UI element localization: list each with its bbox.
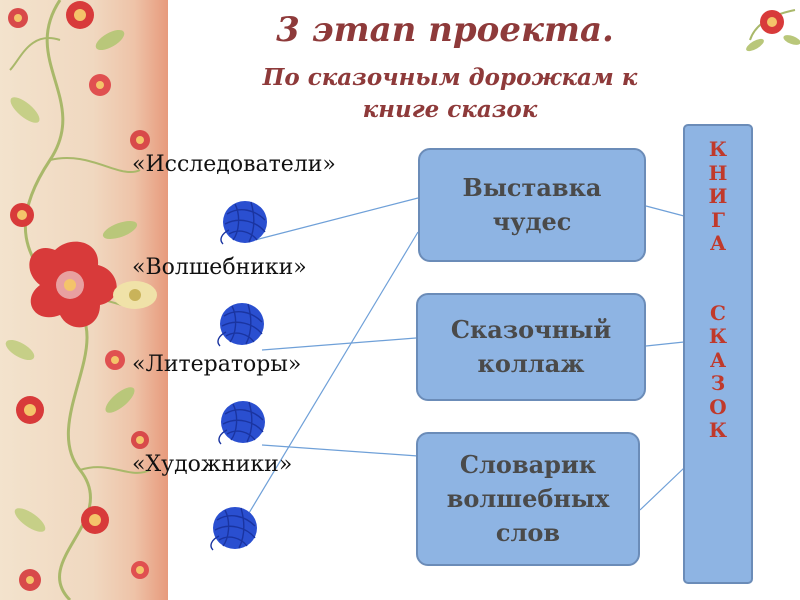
flower-large — [29, 241, 117, 328]
connector-writers-dictionary — [261, 444, 419, 457]
connector-wizards-collage — [261, 337, 417, 351]
book-letter: З — [710, 371, 726, 395]
flower-top — [66, 1, 94, 29]
yarn-ball-icon — [220, 201, 267, 245]
book-letter: К — [708, 137, 728, 161]
group-wizards: «Волшебники» — [132, 255, 307, 280]
floral-ornament-icon — [5, 0, 157, 600]
box-collage: Сказочный коллаж — [416, 293, 646, 401]
connector-collage-book — [645, 341, 685, 347]
box-dictionary: Словарик волшебных слов — [416, 432, 640, 566]
slide-title: 3 этап проекта. — [276, 10, 614, 50]
connector-exhibition-book — [645, 205, 685, 217]
box-dictionary-line-1: Словарик — [459, 450, 597, 479]
group-researchers: «Исследователи» — [132, 152, 336, 177]
box-dictionary-line-2: волшебных — [446, 484, 610, 513]
box-collage-line-1: Сказочный — [450, 315, 612, 344]
book-of-fairy-tales-box: К Н И Г А С К А З О К — [683, 124, 753, 584]
book-letter: Н — [708, 160, 728, 185]
book-letter: К — [708, 324, 728, 348]
group-writers: «Литераторы» — [132, 352, 302, 377]
subtitle-line-1: По сказочным дорожкам к — [262, 64, 638, 91]
corner-flower-icon — [746, 9, 800, 52]
yarn-ball-icon — [218, 401, 265, 445]
connector-dictionary-book — [639, 467, 685, 511]
book-letter: С — [710, 300, 726, 325]
book-letters: К Н И Г А С К А З О К — [685, 137, 751, 443]
connector-researchers-exhibition — [254, 197, 419, 241]
box-exhibition-line-1: Выставка — [462, 173, 602, 202]
book-letter: А — [709, 347, 727, 372]
yarn-ball-icon — [210, 507, 257, 551]
box-collage-line-2: коллаж — [477, 349, 585, 378]
book-letter: Г — [711, 207, 725, 232]
book-letter: А — [709, 231, 727, 255]
subtitle-line-2: книге сказок — [362, 96, 538, 123]
yarn-ball-icon — [217, 303, 264, 347]
box-dictionary-line-3: слов — [495, 518, 561, 547]
slide-subtitle: По сказочным дорожкам к книге сказок — [215, 62, 685, 126]
box-exhibition: Выставка чудес — [418, 148, 646, 262]
book-letter: К — [708, 418, 728, 442]
ornament-border — [0, 0, 168, 600]
book-letter: О — [709, 394, 727, 419]
connector-artists-exhibition — [245, 231, 419, 519]
group-artists: «Художники» — [132, 452, 293, 477]
box-exhibition-line-2: чудес — [492, 207, 572, 236]
book-letter: И — [708, 184, 728, 208]
